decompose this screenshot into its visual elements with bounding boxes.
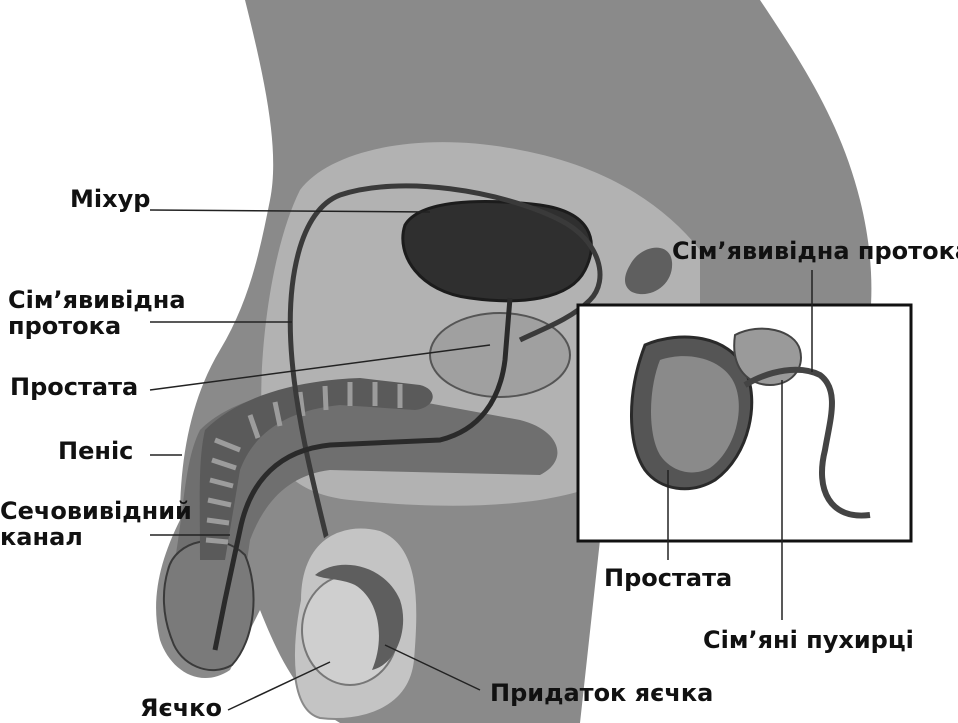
label-epididymis: Придаток яєчка [490,679,714,707]
corpus-band [199,378,433,560]
label-prostate-inset: Простата [604,564,733,592]
label-urethra: Сечовивідний канал [0,497,192,551]
label-vas-deferens-left: Сім’явивідна протока [8,286,186,340]
label-prostate-left: Простата [10,373,139,401]
penis-shape [168,385,558,664]
seminal-vesicle-shape [625,247,673,295]
label-bladder: Міхур [70,185,151,213]
leader-lines [149,209,813,711]
label-penis: Пеніс [58,437,134,465]
label-seminal-vesicles: Сім’яні пухирці [703,626,914,654]
label-vas-deferens-right: Сім’явивідна протока [672,237,958,265]
inset-prostate-inner [651,356,739,473]
epididymis-shape [315,564,404,670]
glans [162,539,255,672]
corpus-band-stripes [205,382,403,545]
urethra-line [212,297,513,651]
vas-deferens-line [287,183,603,601]
inset-vas-deferens [743,366,871,519]
label-testicle: Яєчко [140,694,222,722]
bladder-shape [401,200,593,303]
